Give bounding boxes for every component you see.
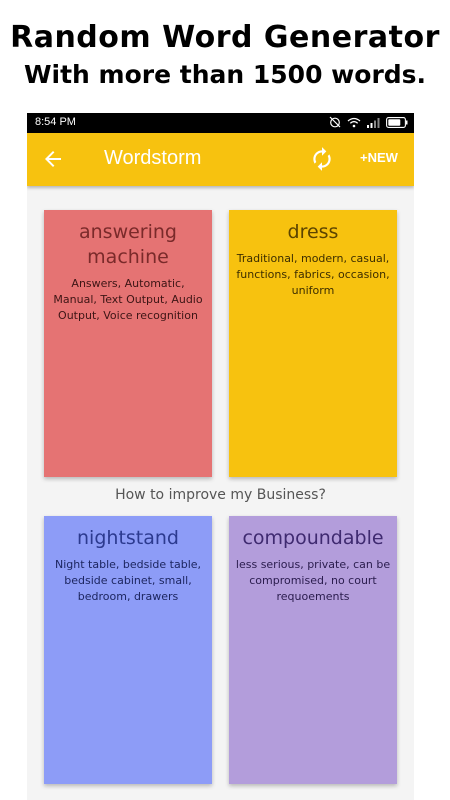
card-description: Night table, bedside table, bedside cabi… — [54, 558, 202, 603]
promo-subtitle: With more than 1500 words. — [23, 60, 427, 89]
card-word: answering machine — [78, 221, 177, 268]
card-word: dress — [287, 221, 339, 243]
alarm-off-icon — [329, 116, 341, 128]
word-card-answering-machine[interactable]: answering machine Answers, Automatic, Ma… — [44, 210, 212, 477]
status-bar: 8:54 PM — [27, 113, 414, 133]
refresh-icon[interactable] — [309, 146, 335, 172]
status-time: 8:54 PM — [35, 116, 76, 128]
word-card-nightstand[interactable]: nightstand Night table, bedside table, b… — [44, 516, 212, 784]
wifi-icon — [347, 117, 361, 127]
signal-icon — [367, 117, 380, 128]
word-card-compoundable[interactable]: compoundable less serious, private, can … — [229, 516, 397, 784]
phone-screen: 8:54 PM — [27, 113, 414, 800]
card-word: nightstand — [77, 527, 179, 549]
promo-title: Random Word Generator — [10, 20, 440, 55]
card-word: compoundable — [242, 527, 384, 549]
card-description: less serious, private, can be compromise… — [235, 558, 391, 603]
app-title: Wordstorm — [104, 147, 202, 169]
app-bar: Wordstorm +NEW — [27, 133, 414, 186]
card-description: Answers, Automatic, Manual, Text Output,… — [53, 277, 203, 322]
card-description: Traditional, modern, casual, functions, … — [236, 252, 390, 297]
prompt-text: How to improve my Business? — [115, 487, 326, 503]
battery-icon — [386, 116, 408, 128]
status-icons — [329, 116, 408, 128]
word-card-dress[interactable]: dress Traditional, modern, casual, funct… — [229, 210, 397, 477]
new-button[interactable]: +NEW — [360, 150, 398, 165]
back-arrow-icon[interactable] — [41, 147, 65, 171]
